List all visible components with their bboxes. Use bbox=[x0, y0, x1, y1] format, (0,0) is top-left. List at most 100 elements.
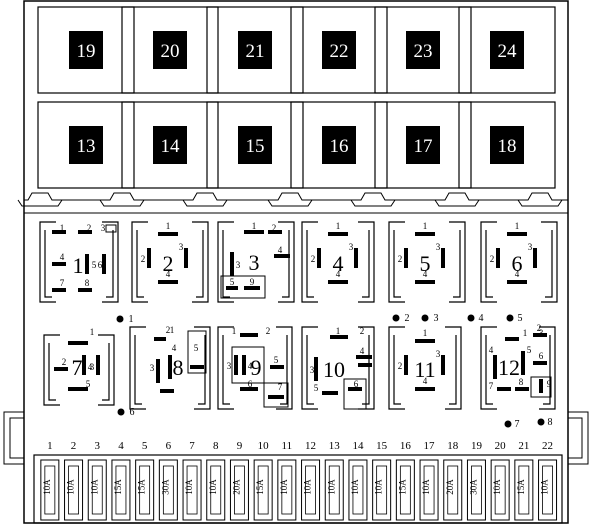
connector-dot bbox=[117, 408, 125, 416]
socket-bracket bbox=[129, 326, 146, 410]
socket-bracket bbox=[222, 335, 230, 405]
pin-label: 3 bbox=[436, 349, 441, 359]
pin-label: 4 bbox=[423, 269, 428, 279]
pin-label: 4 bbox=[248, 361, 253, 371]
connector-label: 4 bbox=[479, 313, 484, 324]
socket-bracket bbox=[280, 335, 288, 405]
relay-number-block bbox=[490, 126, 524, 164]
fuse-rating: 10A bbox=[184, 479, 194, 495]
relay-number: 21 bbox=[246, 41, 265, 62]
relay-outline bbox=[374, 101, 472, 189]
pin-label: 1 bbox=[523, 328, 528, 338]
pin-label: 4 bbox=[88, 362, 93, 372]
pin-label: 5 bbox=[274, 355, 279, 365]
pin-label: 2 bbox=[490, 254, 495, 264]
pin-socket bbox=[343, 378, 367, 410]
fuse-body bbox=[324, 459, 344, 521]
relay-number-block bbox=[69, 31, 103, 69]
connector-point-6: 6 bbox=[117, 407, 135, 418]
connector-label: 3 bbox=[434, 313, 439, 324]
pin-label: 3 bbox=[236, 260, 241, 270]
connector-dot bbox=[392, 314, 400, 322]
fuse-rating: 10A bbox=[350, 479, 360, 495]
socket-number: 8 bbox=[173, 355, 184, 380]
relay-21: 21 bbox=[206, 6, 304, 94]
fuse-body bbox=[514, 459, 534, 521]
pin-label: 2 bbox=[141, 254, 146, 264]
pin-label: 4 bbox=[172, 343, 177, 353]
fuse-10: 10 15A bbox=[253, 440, 273, 521]
pin-label: 9 bbox=[547, 379, 552, 389]
fuse-rating: 15A bbox=[137, 479, 147, 495]
fuse-number: 8 bbox=[213, 440, 219, 452]
pin-label: 6 bbox=[98, 260, 103, 270]
pin-label: 5 bbox=[527, 345, 532, 355]
fuse-window bbox=[423, 465, 435, 515]
fuse-number: 10 bbox=[258, 440, 270, 452]
relay-23: 23 bbox=[374, 6, 472, 94]
connector-label: 2 bbox=[405, 313, 410, 324]
fuse-number: 7 bbox=[189, 440, 195, 452]
pin-label: 1 bbox=[232, 326, 237, 336]
pin-label: 8 bbox=[519, 377, 524, 387]
pin-label: 2 bbox=[398, 254, 403, 264]
fuse-window bbox=[186, 465, 198, 515]
relay-number: 23 bbox=[414, 41, 433, 62]
relay-24: 24 bbox=[458, 6, 556, 94]
fuse-rating: 15A bbox=[397, 479, 407, 495]
pin-label: 5 bbox=[230, 277, 235, 287]
socket-number: 5 bbox=[420, 251, 431, 276]
fuse-holder bbox=[33, 454, 563, 524]
fuse-number: 16 bbox=[400, 440, 412, 452]
relay-outline bbox=[121, 6, 219, 94]
pin-label: 6 bbox=[354, 379, 359, 389]
relay-22: 22 bbox=[290, 6, 388, 94]
pin-label: 1 bbox=[166, 221, 171, 231]
socket-bracket bbox=[282, 230, 290, 298]
fuse-rating: 10A bbox=[42, 479, 52, 495]
pin-label: 2 bbox=[62, 357, 67, 367]
pin-label: 1 bbox=[252, 221, 257, 231]
fuse-window bbox=[447, 465, 459, 515]
fuse-body bbox=[348, 459, 368, 521]
fuse-body bbox=[182, 459, 202, 521]
fuse-window bbox=[494, 465, 506, 515]
socket-number: 12 bbox=[498, 355, 520, 380]
relay-outline bbox=[458, 6, 556, 94]
relay-number-block bbox=[406, 126, 440, 164]
connector-point-1: 1 bbox=[116, 314, 134, 325]
connector-dot bbox=[537, 418, 545, 426]
pin-label: 2 bbox=[360, 326, 365, 336]
fuse-number: 20 bbox=[495, 440, 507, 452]
fuse-rating: 15A bbox=[255, 479, 265, 495]
connector-label: 6 bbox=[130, 407, 135, 418]
fuse-window bbox=[305, 465, 316, 515]
pin-socket bbox=[263, 382, 289, 408]
pin-label: 4 bbox=[278, 245, 283, 255]
pin-label: 2 bbox=[311, 254, 316, 264]
relay-socket-12: 13245678912 bbox=[480, 323, 556, 410]
socket-bracket bbox=[445, 326, 462, 410]
pin-label: 2 bbox=[266, 326, 271, 336]
fuse-rating: 10A bbox=[374, 479, 384, 495]
socket-bracket bbox=[301, 221, 318, 303]
fuse-window bbox=[115, 465, 127, 515]
fuse-number: 14 bbox=[352, 440, 364, 452]
connector-point-3: 3 bbox=[421, 313, 439, 324]
socket-bracket bbox=[541, 221, 558, 303]
fuse-14: 14 10A bbox=[348, 440, 368, 521]
socket-bracket bbox=[301, 326, 318, 410]
relay-number: 22 bbox=[330, 41, 349, 62]
connector-point-7: 7 bbox=[504, 419, 520, 430]
fuse-number: 17 bbox=[424, 440, 436, 452]
socket-bracket bbox=[449, 221, 466, 303]
connector-dot bbox=[504, 420, 512, 428]
pin-label: 3 bbox=[101, 223, 106, 233]
relay-number-block bbox=[69, 126, 103, 164]
